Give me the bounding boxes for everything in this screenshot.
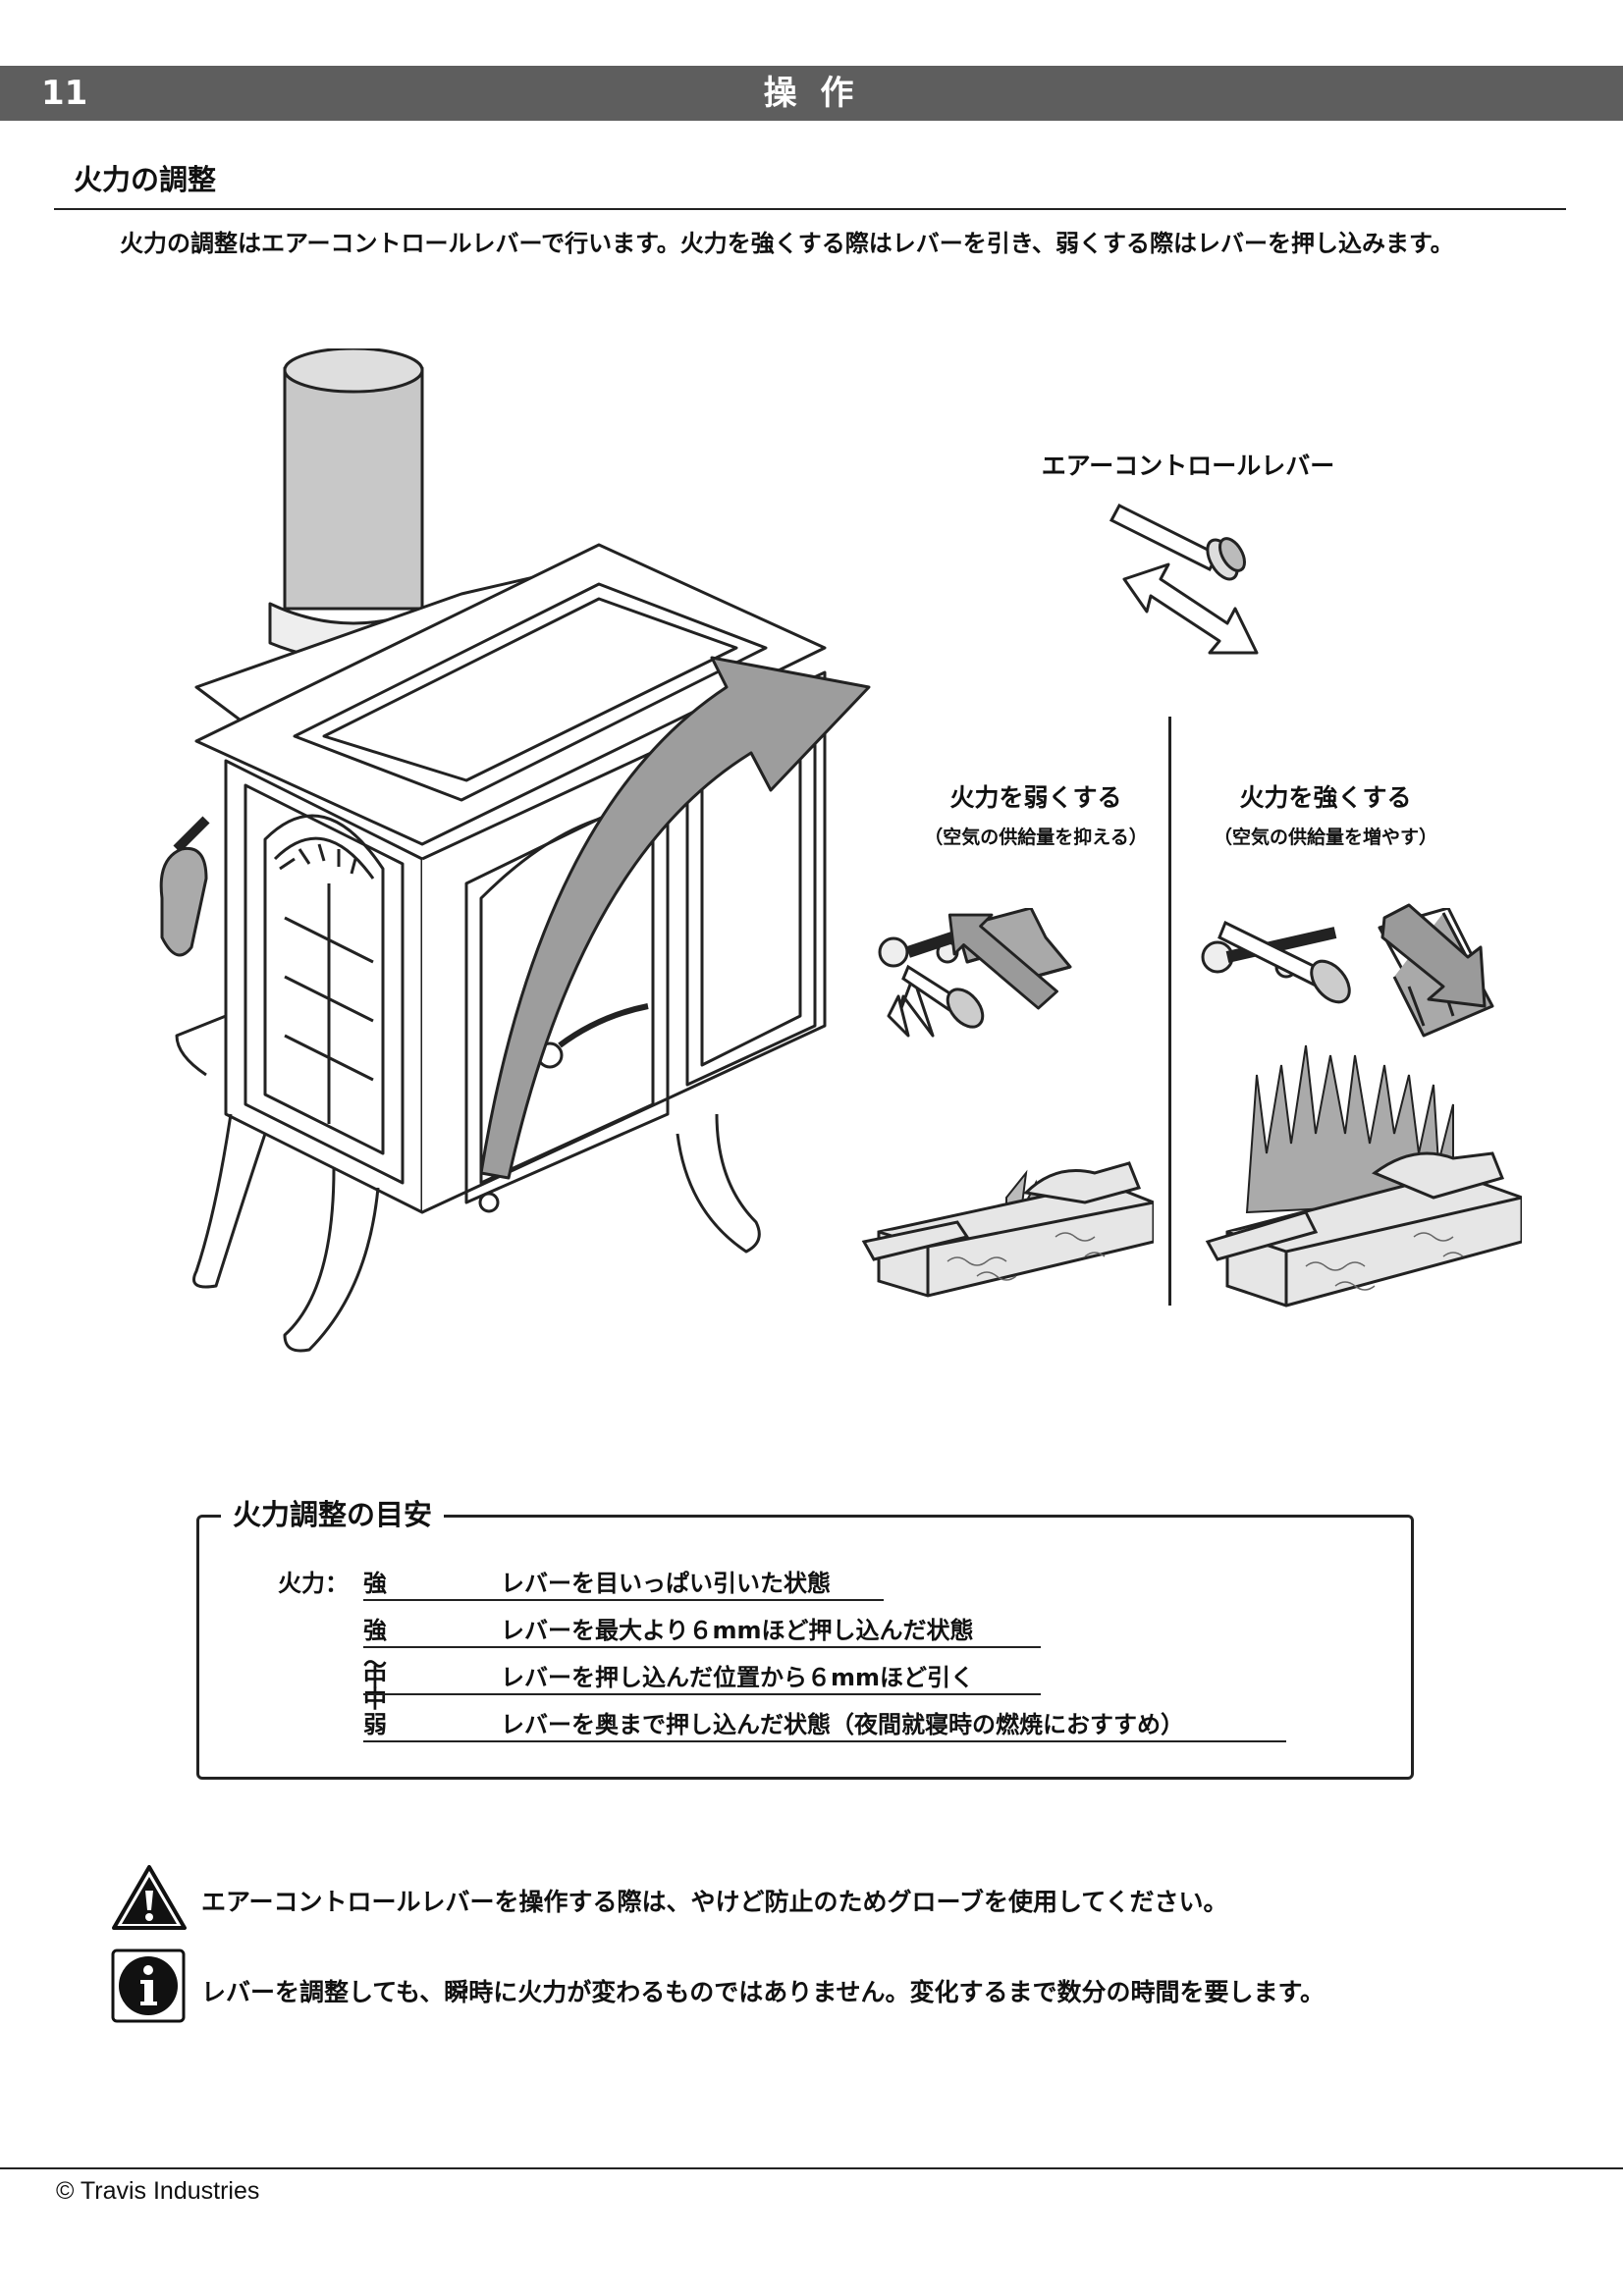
guide-level: 強 [363,1570,387,1597]
weak-fire-illustration [861,908,1154,1298]
guide-row-underline [363,1646,1041,1648]
chapter-title: 操 作 [763,74,860,113]
guide-label: 火力： [278,1570,349,1597]
lever-detail-icon [1109,504,1259,655]
strong-lever-arrow-icon [1217,903,1487,1008]
info-icon [111,1949,186,2023]
footer-copyright: © Travis Industries [56,2177,260,2205]
warning-note: エアーコントロールレバーを操作する際は、やけど防止のためグローブを使用してくださ… [201,1888,1228,1916]
guide-level: 弱 [363,1711,387,1738]
section-divider [54,208,1566,210]
guide-description: レバーを奥まで押し込んだ状態（夜間就寝時の燃焼におすすめ） [501,1711,1184,1738]
guide-title: 火力調整の目安 [221,1492,445,1533]
header-bar [0,66,1623,121]
weak-lever-arrow-icon [901,913,1058,1029]
guide-row-underline [363,1693,1041,1695]
info-note: レバーを調整しても、瞬時に火力が変わるものではありません。変化するまで数分の時間… [201,1978,1325,2006]
guide-box [196,1515,1414,1780]
page-number: 11 [41,74,88,113]
strong-sublabel: （空気の供給量を増やす） [1213,827,1437,848]
section-title: 火力の調整 [74,163,217,196]
guide-level: 強～中 [363,1617,387,1713]
guide-row-underline [363,1599,884,1601]
guide-level: 中 [363,1664,387,1691]
intro-paragraph: 火力の調整はエアーコントロールレバーで行います。火力を強くする際はレバーを引き、… [120,230,1454,257]
guide-row-underline [363,1740,1286,1742]
weak-sublabel: （空気の供給量を抑える） [924,827,1148,848]
weak-label: 火力を弱くする [949,783,1122,812]
footer-divider [0,2167,1623,2169]
callout-arrow [479,656,871,1180]
guide-description: レバーを目いっぱい引いた状態 [501,1570,831,1597]
warning-icon [112,1865,187,1930]
lever-label: エアーコントロールレバー [1041,452,1335,480]
guide-description: レバーを押し込んだ位置から６mmほど引く [501,1664,975,1691]
guide-description: レバーを最大より６mmほど押し込んだ状態 [501,1617,974,1644]
strong-label: 火力を強くする [1239,783,1412,812]
comparison-divider [1168,717,1171,1306]
stove-illustration [159,348,871,1353]
